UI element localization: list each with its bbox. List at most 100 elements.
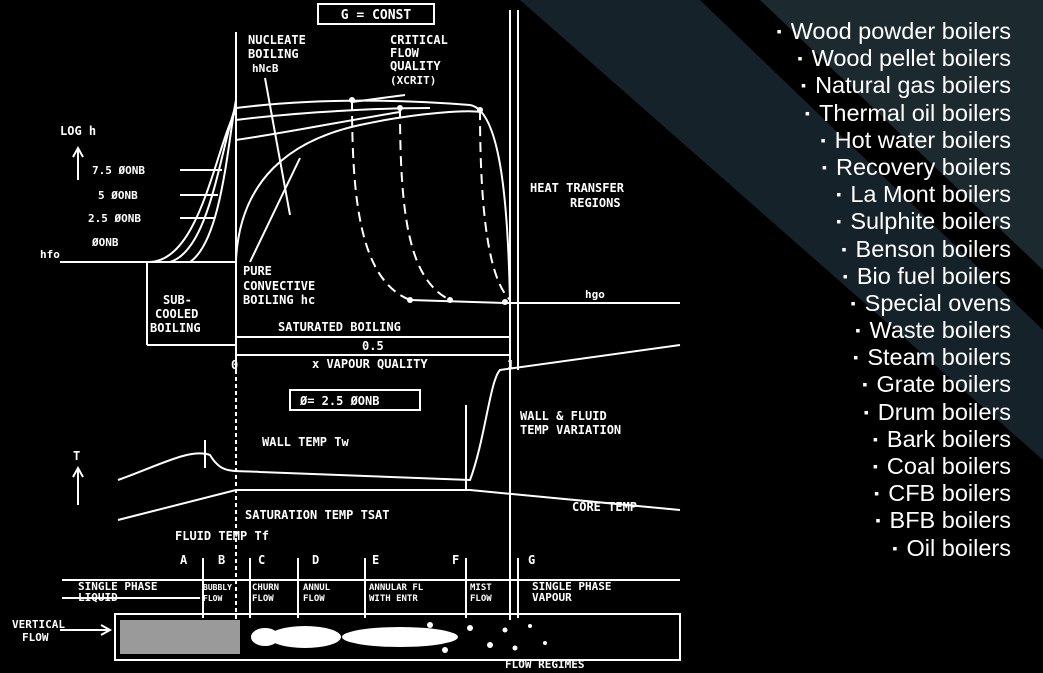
- convective-curve: [235, 110, 481, 261]
- nucleate-label: NUCLEATE: [248, 33, 306, 47]
- vertical-flow-arrowhead: [100, 624, 113, 636]
- bullet-icon: ▪: [797, 50, 803, 67]
- boiler-list-item: ▪ Wood pellet boilers: [777, 45, 1011, 72]
- nucleate-label: hNcB: [252, 62, 279, 75]
- regime-label: WITH ENTR: [369, 594, 418, 604]
- core-temp-label: CORE TEMP: [572, 500, 637, 514]
- bullet-icon: ▪: [820, 131, 826, 148]
- regime-label: LIQUID: [78, 591, 118, 604]
- flow-tube-pattern: [120, 620, 547, 654]
- log-h-label: LOG h: [60, 124, 96, 138]
- bullet-icon: ▪: [841, 240, 847, 257]
- boiler-list-item: ▪Wood powder boilers: [777, 18, 1011, 45]
- boiler-label: Steam boilers: [867, 344, 1011, 371]
- bullet-icon: ▪: [850, 294, 856, 311]
- regime-label: SINGLE PHASE: [532, 580, 611, 593]
- onb-curve: [169, 104, 237, 263]
- regime-label: BUBBLY: [203, 583, 232, 592]
- onb-label: 5 ØONB: [98, 189, 138, 202]
- boiler-label: Wood pellet boilers: [811, 45, 1011, 72]
- onb-label: 7.5 ØONB: [92, 164, 145, 177]
- wall-fluid-label: TEMP VARIATION: [520, 423, 621, 437]
- dryout-curve: [479, 109, 511, 301]
- region-letter-g: G: [528, 553, 535, 567]
- region-letter-e: E: [372, 553, 379, 567]
- subcooled-label: COOLED: [155, 307, 198, 321]
- boiler-list-item: ▪Recovery boilers: [777, 154, 1011, 181]
- boiler-label: Coal boilers: [886, 453, 1011, 479]
- boiler-label: Drum boilers: [877, 398, 1011, 425]
- curve-points: [349, 97, 508, 305]
- boiler-label: Bio fuel boilers: [856, 262, 1011, 289]
- flow-regimes-label: FLOW REGIMES: [505, 658, 584, 671]
- one-tick-label: 1: [507, 358, 514, 372]
- boiler-list-item: ▪ Grate boilers: [777, 371, 1012, 398]
- subcooled-label: BOILING: [150, 321, 201, 335]
- boiler-list-item: ▪Coal boilers: [777, 453, 1011, 480]
- bullet-icon: ▪: [801, 77, 807, 94]
- critical-label: CRITICAL: [390, 33, 448, 47]
- regime-label: FLOW: [203, 594, 222, 603]
- dryout-curve: [399, 107, 451, 301]
- dryout-curve: [351, 99, 411, 301]
- pure-convective-label: CONVECTIVE: [243, 279, 315, 293]
- boiler-list-item: ▪Oil boilers: [777, 535, 1011, 562]
- zero-tick-label: 0: [231, 358, 238, 372]
- log-h-arrowhead: [72, 145, 84, 158]
- diagonal-band: [760, 0, 1043, 270]
- boiler-label: Grate boilers: [876, 371, 1011, 398]
- wall-temp-label: WALL TEMP Tw: [262, 435, 349, 449]
- boiler-list-item: ▪ Waste boilers: [777, 317, 1011, 344]
- boiler-label: CFB boilers: [888, 480, 1011, 507]
- critical-label: (XCRIT): [390, 74, 436, 87]
- region-letter-c: C: [258, 553, 265, 567]
- bullet-icon: ▪: [855, 322, 861, 339]
- bullet-icon: ▪: [836, 213, 842, 230]
- boiler-list-item: ▪CFB boilers: [777, 480, 1011, 507]
- regime-label: FLOW: [470, 594, 492, 604]
- boiler-label: Natural gas boilers: [815, 72, 1011, 99]
- region-letter-b: B: [218, 553, 225, 567]
- regime-label: VAPOUR: [532, 591, 572, 604]
- regime-label: MIST: [470, 583, 492, 593]
- header-label: G = CONST: [341, 8, 412, 23]
- region-letter-d: D: [312, 553, 319, 567]
- hgo-label: hgo: [585, 288, 605, 301]
- regime-label: CHURN: [252, 583, 279, 593]
- bullet-icon: ▪: [862, 376, 868, 393]
- fluid-temp-label: FLUID TEMP Tf: [175, 529, 269, 543]
- bullet-icon: ▪: [875, 512, 881, 529]
- heat-transfer-label: HEAT TRANSFER: [530, 181, 625, 195]
- boiler-list-item: ▪Steam boilers: [777, 344, 1011, 371]
- boiler-list-item: ▪ La Mont boilers: [777, 181, 1011, 208]
- boiler-label: Waste boilers: [869, 317, 1011, 344]
- heat-transfer-label: REGIONS: [570, 196, 621, 210]
- pointer-line: [264, 77, 291, 216]
- regime-label: FLOW: [303, 594, 325, 604]
- boiler-label: Hot water boilers: [834, 126, 1011, 153]
- boiler-list-item: ▪ Hot water boilers: [777, 127, 1011, 154]
- pure-convective-label: PURE: [243, 264, 272, 278]
- t-arrowhead: [72, 465, 84, 478]
- boiler-label: Bark boilers: [886, 425, 1011, 452]
- heat-curve: [235, 111, 401, 141]
- fluid-temp-curve: [117, 489, 681, 521]
- phi-box: [289, 389, 421, 411]
- boiler-list-item: ▪BFB boilers: [777, 507, 1011, 534]
- sat-temp-label: SATURATION TEMP TSAT: [245, 508, 390, 522]
- saturated-label: SATURATED BOILING: [278, 320, 401, 334]
- subcooled-label: SUB-: [163, 293, 192, 307]
- boiler-list-item: ▪Special ovens: [777, 290, 1011, 317]
- half-tick-label: 0.5: [362, 339, 384, 353]
- boiler-list-item: ▪ Natural gas boilers: [777, 72, 1011, 99]
- bullet-icon: ▪: [872, 430, 878, 447]
- bullet-icon: ▪: [836, 186, 842, 203]
- pointer-line: [351, 94, 406, 103]
- boiler-list-item: ▪ Bio fuel boilers: [777, 263, 1011, 290]
- bullet-icon: ▪: [842, 267, 848, 284]
- heat-curve: [235, 107, 431, 121]
- hfo-label: hfo: [40, 248, 60, 261]
- t-label: T: [73, 449, 80, 463]
- boiler-label: Recovery boilers: [835, 153, 1011, 180]
- boiler-label: La Mont boilers: [850, 181, 1011, 208]
